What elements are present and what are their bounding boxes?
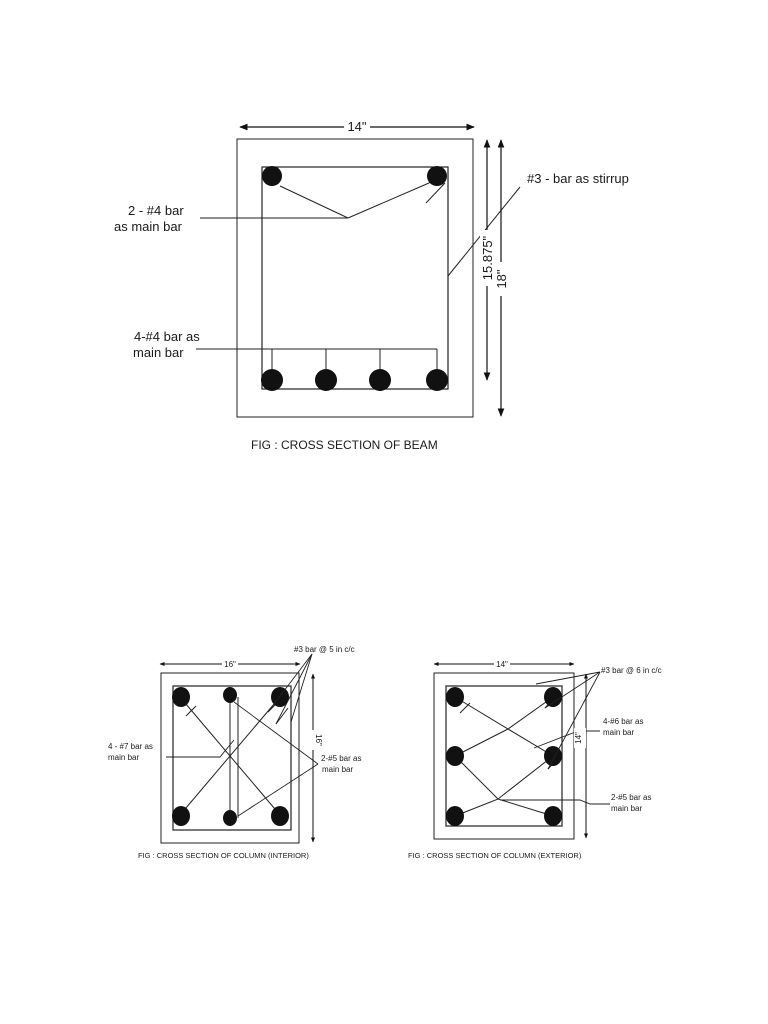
column-exterior-outline [433, 672, 575, 840]
column-exterior-corner-bar-br [544, 806, 562, 826]
column-exterior-depth-label: 14" [574, 732, 583, 744]
column-exterior-side-bars-leader [500, 799, 610, 805]
column-exterior-tie-leader-1 [535, 671, 601, 685]
column-interior-section [160, 672, 300, 844]
column-exterior-tie-leader-2 [544, 671, 601, 709]
beam-bottom-bars-label-line1: 4-#4 bar as [134, 329, 200, 344]
beam-width-label: 14" [347, 119, 366, 134]
column-interior-tie [172, 685, 292, 831]
beam-stirrup-label: #3 - bar as stirrup [527, 171, 629, 186]
beam-bottom-bar-3 [369, 369, 391, 391]
beam-top-bars-label-line2: as main bar [114, 219, 183, 234]
column-interior-depth-label: 16" [314, 734, 323, 746]
column-interior-width-label: 16" [224, 660, 236, 669]
column-interior-tie-label: #3 bar @ 5 in c/c [294, 645, 355, 654]
column-interior-tie-leader-3 [290, 653, 313, 723]
column-interior-main-bars-leader [166, 739, 235, 758]
beam-outline [236, 138, 474, 418]
beam-top-bars-leader [200, 185, 349, 219]
beam-section [236, 138, 474, 418]
column-interior-tie-leader-1 [267, 653, 313, 713]
column-exterior-tie-label: #3 bar @ 6 in c/c [601, 666, 662, 675]
beam-bottom-bars-label-line2: main bar [133, 345, 184, 360]
column-exterior-caption: FIG : CROSS SECTION OF COLUMN (EXTERIOR) [408, 851, 582, 860]
beam-bottom-bar-4 [426, 369, 448, 391]
column-exterior-corner-bar-bl [446, 806, 464, 826]
column-interior-outline [160, 672, 300, 844]
column-exterior-mid-bar-right [544, 746, 562, 766]
column-interior-side-bars-label-line1: 2-#5 bar as [321, 754, 361, 763]
column-exterior-tie-leader-3 [547, 671, 601, 770]
beam-caption: FIG : CROSS SECTION OF BEAM [251, 438, 438, 452]
column-interior-main-bars-label-line2: main bar [108, 753, 139, 762]
beam-top-bar-left [262, 166, 282, 186]
beam-bottom-bar-1 [261, 369, 283, 391]
column-exterior-main-bars-label-line1: 4-#6 bar as [603, 717, 643, 726]
beam-top-bars-label-line1: 2 - #4 bar [128, 203, 184, 218]
column-interior-caption: FIG : CROSS SECTION OF COLUMN (INTERIOR) [138, 851, 309, 860]
column-exterior-mid-bar-left [446, 746, 464, 766]
column-interior-corner-bar-br [271, 806, 289, 826]
column-interior-side-bars-leader-2 [233, 701, 319, 765]
column-interior-main-bars-label-line1: 4 - #7 bar as [108, 742, 153, 751]
column-interior-corner-bar-bl [172, 806, 190, 826]
column-interior-mid-bar-bottom [223, 810, 237, 826]
column-exterior-side-bars-label-line2: main bar [611, 804, 642, 813]
column-exterior-side-bars-label-line1: 2-#5 bar as [611, 793, 651, 802]
column-interior-side-bars-leader-1 [237, 763, 319, 817]
beam-bottom-bars [261, 369, 448, 391]
column-interior-mid-bar-top [223, 687, 237, 703]
beam-top-bar-right [427, 166, 447, 186]
column-exterior-main-bars-label-line2: main bar [603, 728, 634, 737]
beam-top-bars [262, 166, 447, 186]
beam-stirrup [261, 166, 449, 390]
column-exterior-corner-bar-tl [446, 687, 464, 707]
beam-total-depth-label: 18" [494, 269, 509, 288]
column-exterior-bars [446, 687, 562, 826]
beam-bottom-bar-2 [315, 369, 337, 391]
column-interior-side-bars-label-line2: main bar [322, 765, 353, 774]
beam-effective-depth-label: 15.875" [480, 235, 495, 280]
column-exterior-corner-bar-tr [544, 687, 562, 707]
column-interior-corner-bar-tl [172, 687, 190, 707]
column-interior-tie-leader-2 [275, 653, 313, 725]
column-exterior-width-label: 14" [496, 660, 508, 669]
